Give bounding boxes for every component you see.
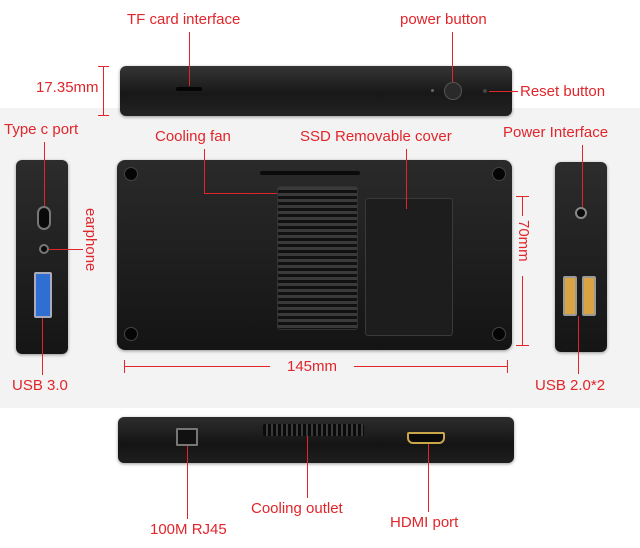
usb2-port-2 xyxy=(582,276,596,316)
label-hdmi: HDMI port xyxy=(390,514,459,531)
label-rj45: 100M RJ45 xyxy=(150,521,227,538)
power-button-knob xyxy=(444,82,462,100)
label-usb3: USB 3.0 xyxy=(12,377,68,394)
rj45-leader xyxy=(187,446,188,519)
cooling-outlet-vent xyxy=(263,424,364,436)
label-cooling-outlet: Cooling outlet xyxy=(251,500,343,517)
label-type-c: Type c port xyxy=(4,121,79,138)
fan-leader-h xyxy=(204,193,277,194)
width-dim-cap-left xyxy=(124,360,125,373)
usb3-port xyxy=(34,272,52,318)
depth-dim-cap-bottom xyxy=(516,345,529,346)
height-dim-line xyxy=(103,66,104,116)
usb2-port-1 xyxy=(563,276,577,316)
cooling-fan-grille xyxy=(277,186,358,330)
tf-card-leader xyxy=(189,32,190,86)
label-height-dim: 17.35mm xyxy=(36,79,99,96)
depth-dim-cap-top xyxy=(516,196,529,197)
device-right-side-view xyxy=(555,162,607,352)
height-dim-cap-top xyxy=(98,66,109,67)
earphone-jack xyxy=(39,244,49,254)
depth-dim-line-top xyxy=(522,196,523,216)
label-ssd-cover: SSD Removable cover xyxy=(300,128,452,145)
power-interface-jack xyxy=(575,207,587,219)
label-width-dim: 145mm xyxy=(287,358,338,375)
cooling-outlet-leader xyxy=(307,436,308,498)
usb3-leader xyxy=(42,318,43,375)
label-power-interface: Power Interface xyxy=(503,124,609,141)
power-button-leader xyxy=(452,32,453,82)
type-c-leader xyxy=(44,142,45,206)
rubber-foot xyxy=(492,327,506,341)
reset-hole xyxy=(483,89,487,93)
earphone-leader xyxy=(49,249,83,250)
rubber-foot xyxy=(124,327,138,341)
label-cooling-fan: Cooling fan xyxy=(155,128,231,145)
width-dim-line-left xyxy=(124,366,270,367)
type-c-port xyxy=(37,206,51,230)
rubber-foot xyxy=(492,167,506,181)
rj45-port xyxy=(176,428,198,446)
hdmi-port xyxy=(407,432,445,444)
label-depth-dim: 70mm xyxy=(515,220,532,262)
tf-card-slot xyxy=(176,87,202,91)
fan-leader-v xyxy=(204,149,205,193)
hdmi-leader xyxy=(428,444,429,512)
width-dim-cap-right xyxy=(507,360,508,373)
indicator-light xyxy=(431,89,434,92)
depth-dim-line-bottom xyxy=(522,276,523,346)
height-dim-cap-bottom xyxy=(98,115,109,116)
label-usb2: USB 2.0*2 xyxy=(535,377,606,394)
usb2-leader xyxy=(578,316,579,374)
rubber-foot xyxy=(124,167,138,181)
power-interface-leader xyxy=(582,145,583,207)
label-tf-card: TF card interface xyxy=(127,11,241,28)
top-slot xyxy=(260,171,360,175)
label-reset-button: Reset button xyxy=(520,83,606,100)
label-power-button: power button xyxy=(400,11,487,28)
label-earphone: earphone xyxy=(82,208,99,272)
reset-leader xyxy=(489,91,518,92)
width-dim-line-right xyxy=(354,366,508,367)
ssd-leader xyxy=(406,149,407,209)
ssd-cover-panel xyxy=(365,198,453,336)
